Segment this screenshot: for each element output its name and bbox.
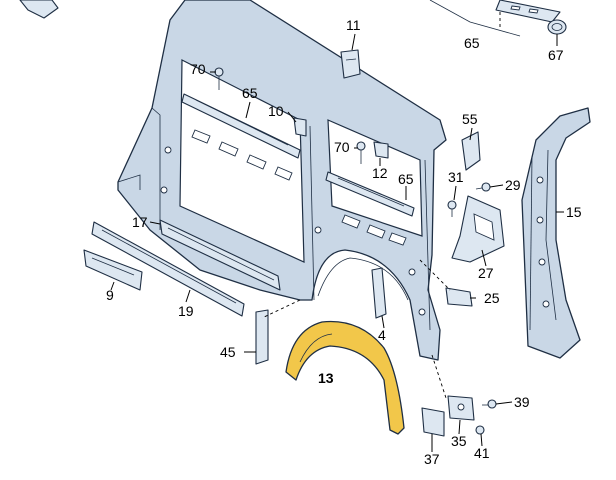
bracket-11	[340, 49, 361, 79]
wheel-housing-13-shape	[285, 320, 405, 435]
part-67-cap	[547, 19, 567, 35]
bracket-25	[445, 287, 473, 307]
callout-15: 15	[566, 204, 582, 220]
bracket-35	[447, 395, 475, 421]
callout-65-left: 65	[242, 85, 258, 101]
bracket-9	[83, 249, 143, 291]
inner-rail-65-mid	[325, 171, 415, 217]
callout-19: 19	[178, 303, 194, 319]
clip-12	[373, 141, 389, 159]
callout-29: 29	[505, 177, 521, 193]
callout-65-top: 65	[464, 35, 480, 51]
callout-39: 39	[514, 394, 530, 410]
bolt-29	[475, 182, 491, 192]
callout-41: 41	[474, 445, 490, 461]
callout-12: 12	[372, 165, 388, 181]
side-panel-main	[117, 0, 447, 361]
inner-rail-65-left	[181, 93, 301, 159]
callout-9: 9	[106, 287, 114, 303]
bolt-41	[475, 425, 485, 435]
callout-67: 67	[548, 47, 564, 63]
callout-27: 27	[478, 265, 494, 281]
callout-labels: 11 70 65 10 70 12 65 55 31 29 15 27 25 4…	[106, 17, 582, 467]
bracket-45	[255, 309, 269, 365]
callout-31: 31	[448, 169, 464, 185]
upper-left-panel-fragment	[19, 0, 59, 19]
bracket-10	[293, 117, 307, 137]
callout-70-left: 70	[190, 61, 206, 77]
callout-45: 45	[220, 344, 236, 360]
bracket-27	[451, 195, 505, 263]
bolt-31	[447, 200, 457, 217]
callout-55: 55	[462, 111, 478, 127]
callout-35: 35	[451, 433, 467, 449]
bracket-37	[421, 407, 445, 437]
callout-13: 13	[318, 370, 334, 386]
callout-65-mid: 65	[398, 171, 414, 187]
wheel-housing-13-highlighted	[285, 320, 405, 435]
leader-lines	[110, 33, 564, 452]
bracket-55	[461, 131, 481, 171]
callout-11: 11	[346, 17, 361, 33]
callout-25: 25	[484, 290, 500, 306]
bolt-39	[482, 399, 497, 409]
callout-70-mid: 70	[334, 139, 350, 155]
callout-17: 17	[132, 214, 148, 230]
sill-member-19	[91, 221, 245, 317]
screw-70-mid	[356, 141, 366, 164]
callout-4: 4	[378, 327, 386, 343]
rear-pillar-15	[521, 107, 591, 359]
roof-rail-top-right	[429, 0, 561, 37]
bracket-4	[371, 267, 387, 319]
callout-37: 37	[424, 451, 440, 467]
sill-rail-17	[159, 219, 281, 291]
callout-10: 10	[268, 103, 284, 119]
